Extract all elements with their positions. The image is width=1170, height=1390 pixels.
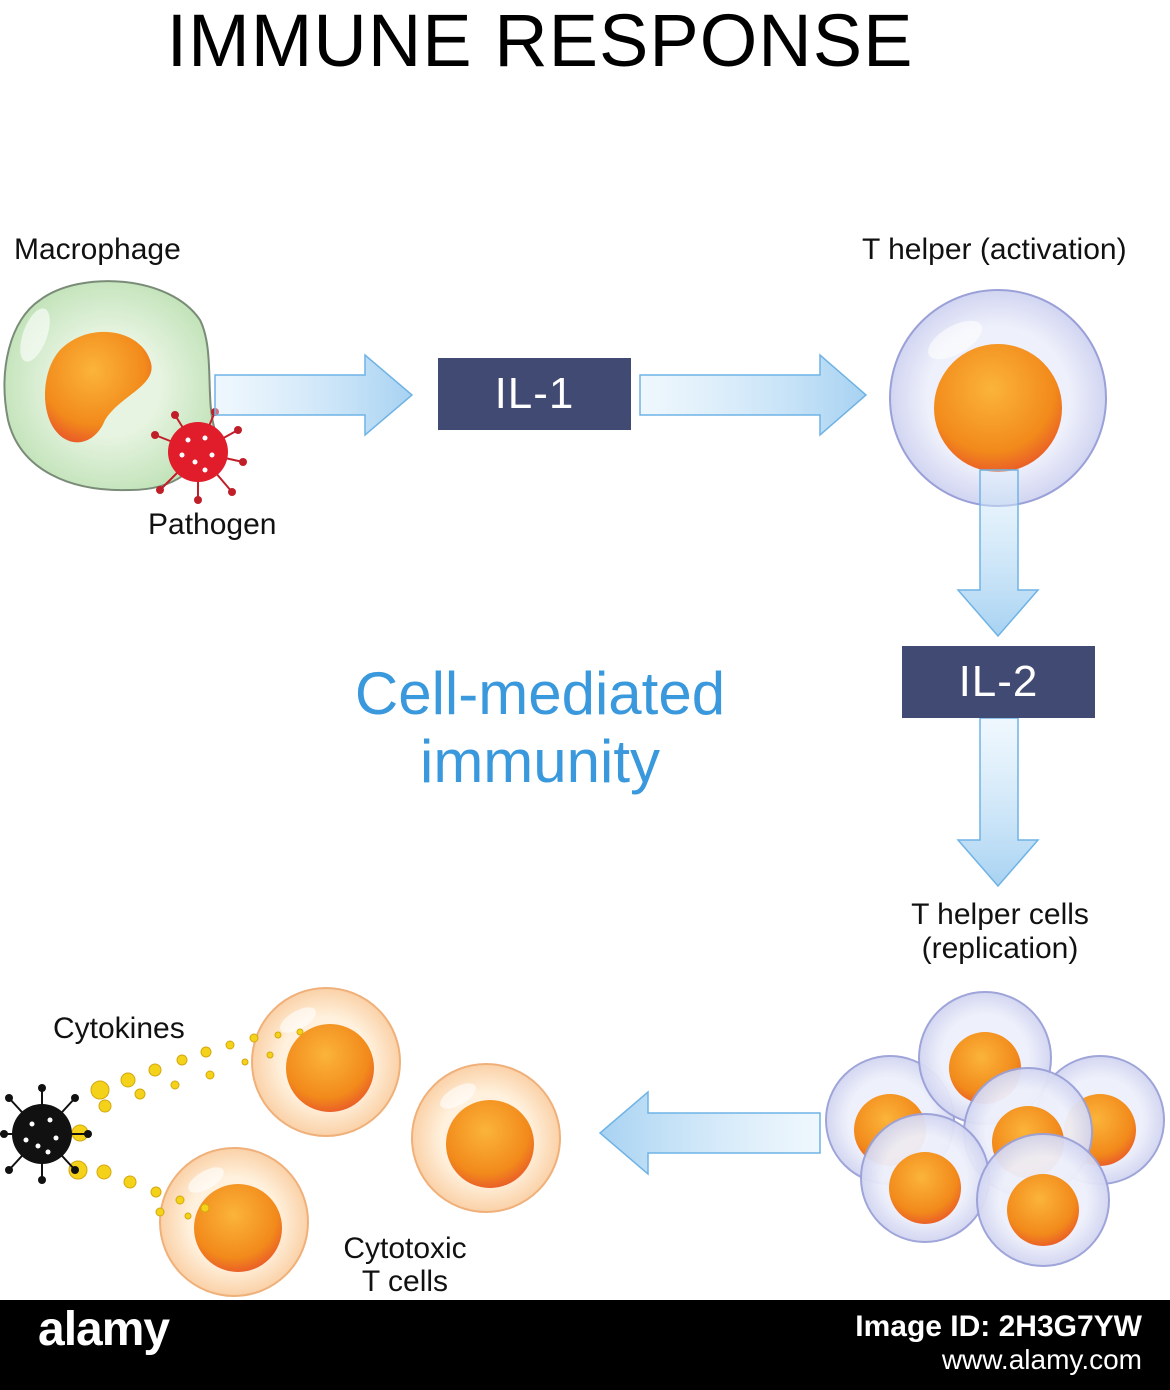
cytotoxic-t-cell-top [251, 987, 401, 1137]
il1-box: IL-1 [438, 358, 631, 430]
arrow-thelper-cells-to-cytotoxic [598, 1090, 821, 1176]
pathogen-label: Pathogen [148, 508, 277, 541]
arrow-il1-to-thelper [639, 353, 868, 437]
t-helper-cells-label: T helper cells (replication) [880, 898, 1120, 966]
cell-mediated-line2: immunity [419, 728, 661, 795]
alamy-logo: alamy [38, 1303, 170, 1356]
cytokines-label: Cytokines [53, 1012, 185, 1045]
t-helper-cells-label-line1: T helper cells [911, 898, 1089, 931]
footer-bar [0, 1300, 1170, 1390]
cytotoxic-label-line1: Cytotoxic [343, 1232, 467, 1265]
il2-label: IL-2 [958, 657, 1039, 706]
t-helper-activation-label: T helper (activation) [862, 233, 1127, 266]
cell-mediated-immunity-label: Cell-mediated immunity [290, 660, 790, 796]
t-helper-cells-label-line2: (replication) [921, 932, 1079, 965]
t-helper-activation-cell [889, 289, 1107, 507]
il2-box: IL-2 [902, 646, 1095, 718]
arrow-il2-to-thelper-cells [956, 717, 1040, 888]
footer-info: Image ID: 2H3G7YW www.alamy.com [855, 1310, 1142, 1376]
page-title: IMMUNE RESPONSE [166, 0, 914, 82]
arrow-thelper-to-il2 [956, 469, 1040, 638]
arrow-macrophage-to-il1 [214, 353, 414, 437]
t-helper-cells-cluster [825, 991, 1165, 1267]
cytokine-dots [68, 1028, 304, 1220]
image-id: Image ID: 2H3G7YW [855, 1310, 1142, 1343]
cytotoxic-t-cell-bottom [159, 1147, 309, 1297]
site-url: www.alamy.com [941, 1344, 1142, 1375]
il1-label: IL-1 [494, 369, 575, 418]
cytotoxic-t-cell-middle [411, 1063, 561, 1213]
cell-mediated-line1: Cell-mediated [354, 660, 726, 727]
immune-response-diagram [0, 280, 1165, 1297]
cytotoxic-t-cells-label: Cytotoxic T cells [320, 1232, 490, 1298]
cytotoxic-label-line2: T cells [361, 1265, 449, 1298]
pathogen-virus [151, 408, 247, 504]
macrophage-label: Macrophage [14, 233, 181, 266]
pathogen-black-virus [0, 1084, 92, 1184]
